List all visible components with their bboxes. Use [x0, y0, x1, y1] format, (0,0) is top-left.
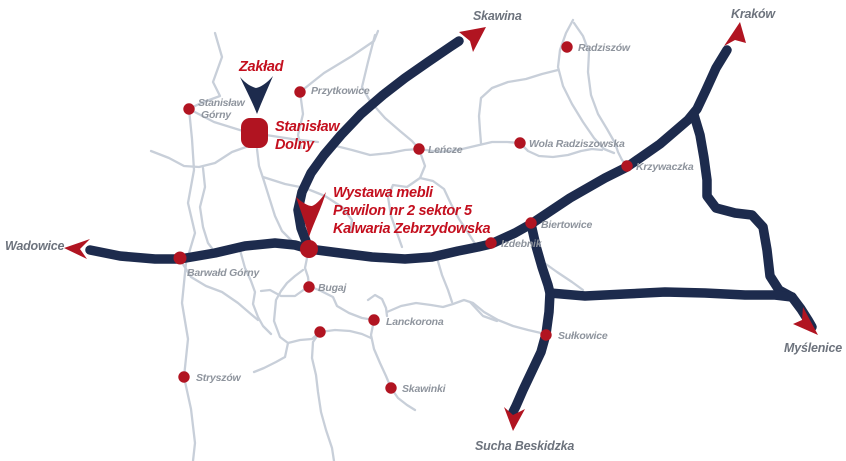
- main-road-kalwaria-skawina: [293, 36, 464, 254]
- secondary-road: [180, 107, 197, 461]
- secondary-road: [307, 284, 376, 322]
- city-dot-unnamed: [314, 326, 326, 338]
- city-label-sulkowice: Sułkowice: [558, 330, 608, 342]
- secondary-road: [198, 166, 216, 253]
- direction-arrows: [64, 22, 818, 431]
- secondary-road: [179, 259, 260, 322]
- secondary-road: [468, 300, 499, 323]
- city-dot-stryszow: [178, 371, 190, 383]
- factory-town-marker: [241, 118, 268, 148]
- city-dot-wola-radziszowska: [514, 137, 526, 149]
- city-dot-lanckorona: [368, 314, 380, 326]
- city-dot-sulkowice: [540, 329, 552, 341]
- secondary-road: [385, 298, 543, 335]
- city-dot-lencze: [413, 143, 425, 155]
- secondary-road: [518, 141, 604, 159]
- city-label-lencze: Leńcze: [428, 144, 463, 156]
- secondary-road: [418, 176, 479, 249]
- city-label-radziszow: Radziszów: [578, 42, 631, 54]
- city-label-krzywaczka: Krzywaczka: [636, 161, 694, 173]
- secondary-road: [541, 260, 585, 292]
- red-annotations: Zakład Stanisław Dolny Wystawa mebli Paw…: [238, 59, 491, 237]
- city-label-lanckorona: Lanckorona: [386, 316, 444, 328]
- city-label-stanislaw-gorny-line1: Stanisław: [198, 97, 246, 109]
- secondary-road: [187, 31, 224, 111]
- city-label-izdebnik: Izdebnik: [501, 238, 543, 250]
- main-roads: [85, 36, 817, 417]
- annotation-exhibition-line3: Kalwaria Zebrzydowska: [333, 221, 491, 237]
- secondary-roads: [149, 18, 629, 461]
- city-dot-bugaj: [303, 281, 315, 293]
- secondary-road: [417, 140, 522, 154]
- exhibition-pointer-arrow-icon: [296, 192, 326, 237]
- annotation-zaklad: Zakład: [238, 59, 285, 75]
- direction-arrow-skawina-icon: [459, 27, 486, 52]
- annotation-stanislaw-dolny-line2: Dolny: [275, 137, 315, 153]
- main-road-east-bypass: [689, 110, 797, 302]
- city-dot-biertowice: [525, 217, 537, 229]
- city-label-bugaj: Bugaj: [318, 282, 347, 294]
- secondary-road: [330, 143, 421, 157]
- destination-label-wadowice: Wadowice: [5, 239, 65, 253]
- secondary-road: [264, 133, 320, 144]
- main-road-biertowice-sucha: [508, 219, 555, 417]
- destination-label-krakow: Kraków: [731, 7, 776, 21]
- secondary-road: [477, 68, 560, 145]
- destination-label-myslenice: Myślenice: [784, 341, 842, 355]
- destination-label-sucha-beskidzka: Sucha Beskidzka: [475, 439, 574, 453]
- city-label-stryszow: Stryszów: [196, 372, 242, 384]
- secondary-road: [149, 145, 248, 169]
- annotation-stanislaw-dolny-line1: Stanisław: [275, 119, 341, 135]
- main-road-biertowice-krakow: [526, 45, 732, 229]
- secondary-road: [187, 107, 245, 133]
- kalwaria-junction-dot: [300, 240, 318, 258]
- city-markers: [173, 41, 633, 394]
- city-label-barwald-gorny: Barwałd Górny: [187, 267, 260, 279]
- city-labels: Stanisław Górny Przytkowice Radziszów Le…: [187, 42, 694, 395]
- secondary-road: [386, 147, 427, 249]
- city-label-wola-radziszowska: Wola Radziszowska: [529, 138, 625, 150]
- city-label-skawinki: Skawinki: [402, 383, 447, 395]
- main-road-south-horizontal: [545, 287, 797, 302]
- destination-label-skawina: Skawina: [473, 9, 522, 23]
- city-label-przytkowice: Przytkowice: [311, 85, 370, 97]
- annotation-exhibition-line2: Pawilon nr 2 sektor 5: [333, 203, 473, 219]
- city-dot-przytkowice: [294, 86, 306, 98]
- city-dot-skawinki: [385, 382, 397, 394]
- city-dot-krzywaczka: [621, 160, 633, 172]
- secondary-road: [369, 318, 417, 412]
- secondary-road: [318, 328, 373, 340]
- city-label-biertowice: Biertowice: [541, 219, 592, 231]
- secondary-road: [261, 175, 354, 234]
- secondary-road: [298, 29, 380, 94]
- destination-labels: Skawina Kraków Wadowice Myślenice Sucha …: [5, 7, 842, 453]
- secondary-road: [366, 293, 389, 318]
- city-dot-stanislaw-gorny: [183, 103, 195, 115]
- city-dot-barwald-gorny: [173, 251, 187, 265]
- city-dot-radziszow: [561, 41, 573, 53]
- direction-arrow-myslenice-icon: [793, 307, 818, 335]
- city-dot-izdebnik: [485, 237, 497, 249]
- secondary-road: [252, 268, 305, 374]
- secondary-road: [556, 18, 616, 155]
- secondary-road: [435, 256, 454, 304]
- city-label-stanislaw-gorny-line2: Górny: [201, 109, 232, 121]
- secondary-road: [259, 284, 311, 298]
- secondary-road: [238, 248, 273, 336]
- secondary-road: [296, 90, 305, 150]
- annotation-exhibition-line1: Wystawa mebli: [333, 185, 434, 201]
- secondary-road: [572, 21, 629, 168]
- secondary-road: [310, 330, 336, 461]
- direction-arrow-krakow-icon: [724, 22, 746, 46]
- direction-arrow-wadowice-icon: [64, 239, 90, 259]
- direction-arrow-sucha-beskidzka-icon: [504, 407, 525, 431]
- secondary-road: [360, 33, 421, 151]
- factory-pointer-arrow-icon: [240, 76, 273, 114]
